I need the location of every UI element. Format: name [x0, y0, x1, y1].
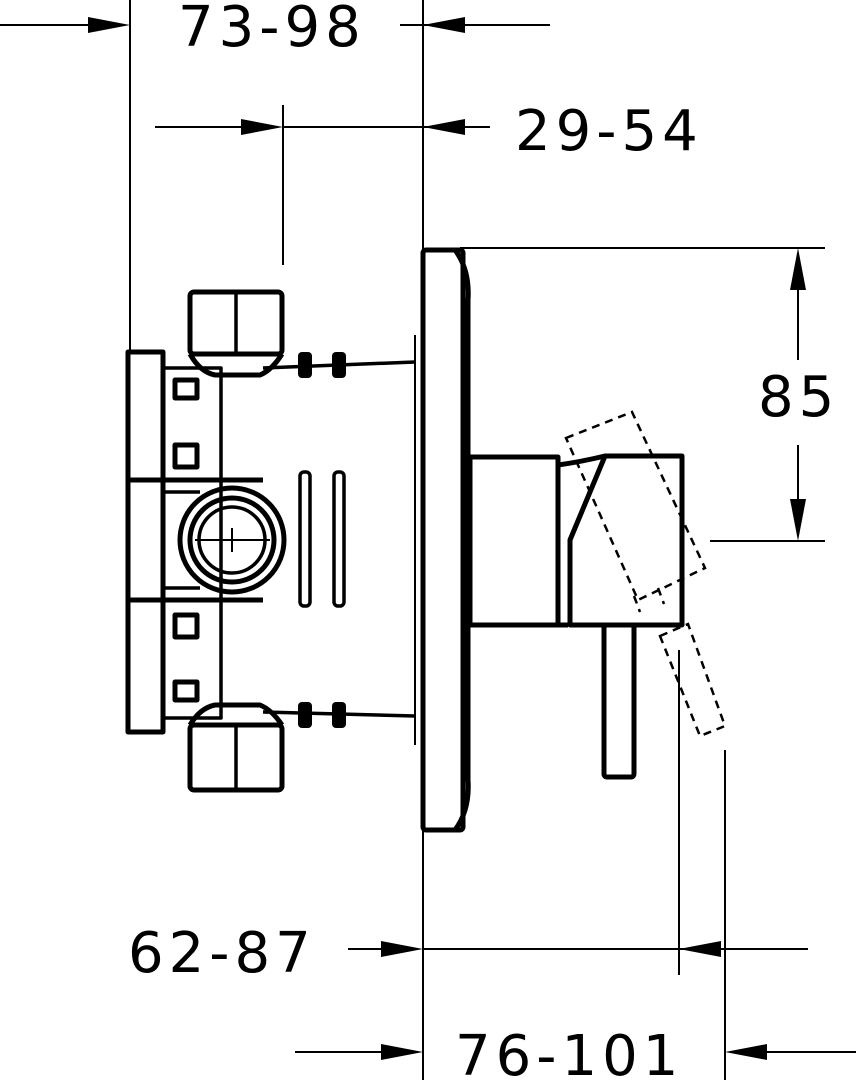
- dim-top-inner: 29-54: [155, 99, 703, 265]
- ring-mid: [187, 495, 277, 585]
- bottom-fitting: [187, 702, 285, 793]
- lever-handle-rotated: [564, 410, 727, 738]
- arrow-down: [790, 499, 806, 541]
- lever-stem-ghost: [658, 622, 727, 738]
- label-top-overall: 73-98: [178, 0, 366, 60]
- mounting-rods: [262, 352, 416, 728]
- bolt: [332, 352, 346, 378]
- arrow-right: [381, 941, 423, 957]
- label-bottom-overall: 76-101: [455, 1024, 683, 1080]
- plate: [420, 247, 466, 833]
- arrow-left: [725, 1044, 767, 1060]
- housing: [467, 454, 561, 628]
- label-height: 85: [758, 365, 839, 430]
- lever-stem: [601, 622, 637, 780]
- arrow-up: [790, 248, 806, 290]
- lever-handle: [567, 453, 685, 780]
- arrow-left: [423, 119, 465, 135]
- port-square: [172, 442, 200, 470]
- label-top-inner: 29-54: [515, 99, 703, 164]
- escutcheon-plate: [414, 247, 471, 833]
- dim-bottom-inner: 62-87: [128, 650, 808, 1080]
- nut-base: [187, 352, 285, 378]
- lever-head-ghost: [564, 410, 707, 602]
- dim-top-overall: 73-98: [0, 0, 550, 350]
- ring-outer: [177, 485, 287, 595]
- cartridge-ring: [177, 485, 287, 595]
- slot-pin: [298, 470, 312, 608]
- mounting-plate: [125, 349, 166, 735]
- dim-height: 85: [460, 247, 839, 542]
- bolt: [332, 702, 346, 728]
- top-fitting: [187, 289, 285, 378]
- handle-housing: [467, 453, 606, 628]
- arrow-left: [423, 17, 465, 33]
- port-square: [172, 377, 200, 401]
- arrow-right: [241, 119, 283, 135]
- dim-bottom-overall: 76-101: [295, 750, 856, 1080]
- ghost-tick: [656, 587, 666, 605]
- slot-pin: [332, 470, 346, 608]
- ghost-tick: [632, 595, 642, 613]
- arrow-left: [679, 941, 721, 957]
- nut-base: [187, 702, 285, 727]
- label-bottom-inner: 62-87: [128, 921, 316, 986]
- valve-body: [125, 349, 263, 735]
- neck-top: [557, 453, 606, 468]
- port-square: [172, 612, 200, 640]
- port-square: [172, 679, 200, 703]
- bolt: [298, 352, 312, 378]
- bolt: [298, 702, 312, 728]
- arrow-right: [88, 17, 130, 33]
- arrow-right: [381, 1044, 423, 1060]
